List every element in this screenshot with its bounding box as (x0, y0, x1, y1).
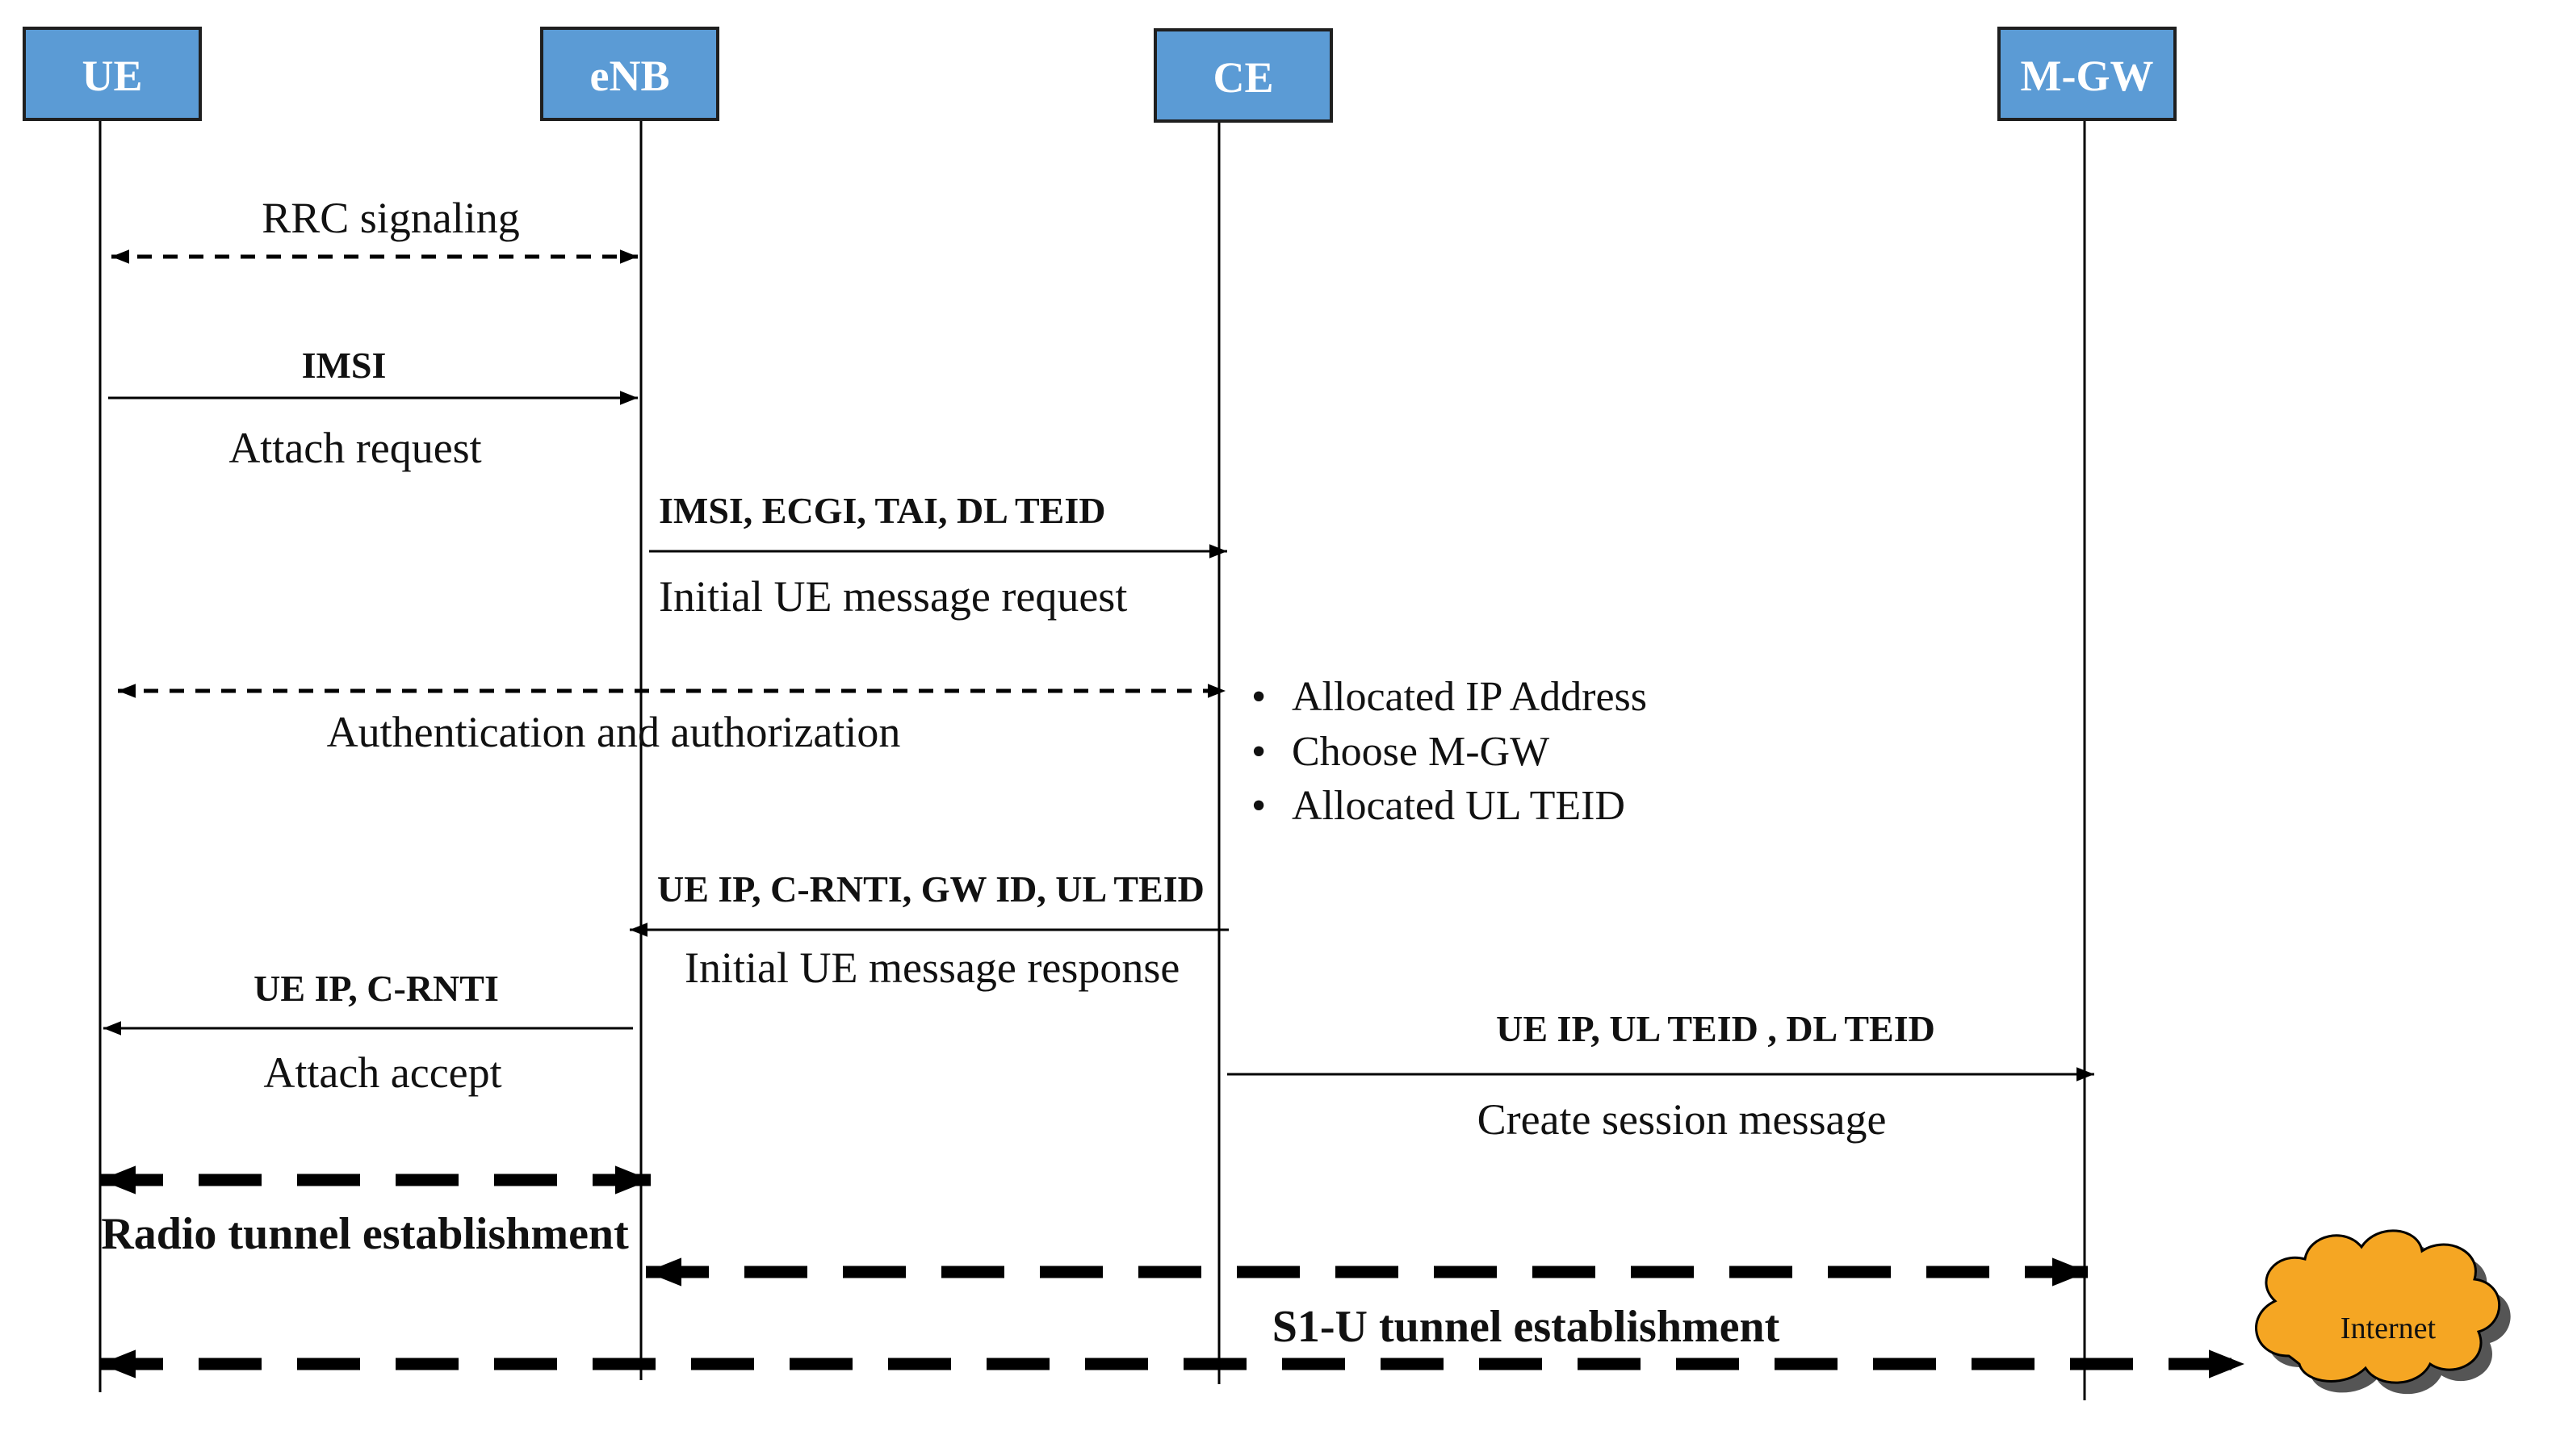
entity-enb-box (540, 27, 719, 121)
rrc-signaling-label: RRC signaling (262, 194, 520, 242)
initial-ue-response-message: UE IP, C-RNTI, GW ID, UL TEID Initial UE… (630, 868, 1229, 992)
entity-ue-box (23, 27, 202, 121)
initial-ue-response-param: UE IP, C-RNTI, GW ID, UL TEID (657, 868, 1205, 910)
auth-label: Authentication and authorization (327, 708, 901, 756)
initial-ue-response-label: Initial UE message response (685, 943, 1180, 992)
ce-action-item: Choose M-GW (1292, 729, 1549, 775)
s1u-tunnel-label: S1-U tunnel establishment (1272, 1302, 1780, 1352)
rrc-signaling-message: RRC signaling (111, 194, 638, 264)
initial-ue-request-message: IMSI, ECGI, TAI, DL TEID Initial UE mess… (649, 490, 1227, 621)
attach-request-label: Attach request (228, 424, 481, 472)
auth-message: Authentication and authorization (118, 684, 1226, 756)
attach-accept-message: UE IP, C-RNTI Attach accept (103, 968, 633, 1097)
radio-tunnel-label: Radio tunnel establishment (101, 1209, 629, 1259)
ce-action-bullet: • (1251, 674, 1266, 720)
attach-accept-param: UE IP, C-RNTI (254, 968, 499, 1009)
ce-action-item: Allocated UL TEID (1292, 783, 1625, 829)
create-session-label: Create session message (1477, 1095, 1887, 1144)
attach-request-message: IMSI Attach request (108, 345, 638, 472)
initial-ue-request-param: IMSI, ECGI, TAI, DL TEID (659, 490, 1105, 531)
initial-ue-request-label: Initial UE message request (659, 572, 1127, 621)
ce-actions-list: • Allocated IP Address • Choose M-GW • A… (1251, 674, 1647, 829)
cloud-shape (2255, 1229, 2501, 1384)
entity-ce-label: CE (1213, 53, 1273, 102)
ce-action-bullet: • (1251, 783, 1266, 829)
radio-tunnel-message: Radio tunnel establishment (100, 1165, 651, 1259)
internet-cloud: Internet (2255, 1229, 2511, 1395)
entity-mgw-box (1997, 27, 2177, 121)
entity-ce: CE (1154, 28, 1333, 123)
entity-mgw-label: M-GW (2021, 52, 2154, 100)
entity-ue-label: UE (82, 52, 142, 100)
create-session-param: UE IP, UL TEID , DL TEID (1496, 1008, 1935, 1049)
internet-label: Internet (2340, 1312, 2437, 1345)
entity-ce-box (1154, 28, 1333, 123)
entity-enb: eNB (540, 27, 719, 121)
attach-accept-label: Attach accept (263, 1048, 501, 1097)
ce-action-bullet: • (1251, 729, 1266, 775)
ce-action-item: Allocated IP Address (1292, 674, 1647, 720)
s1u-tunnel-message: S1-U tunnel establishment (646, 1257, 2088, 1352)
entity-enb-label: eNB (590, 52, 670, 100)
entity-ue: UE (23, 27, 202, 121)
create-session-message: UE IP, UL TEID , DL TEID Create session … (1227, 1008, 2094, 1144)
cloud-icon (2255, 1229, 2511, 1395)
entity-mgw: M-GW (1997, 27, 2177, 121)
attach-request-param: IMSI (302, 345, 387, 386)
